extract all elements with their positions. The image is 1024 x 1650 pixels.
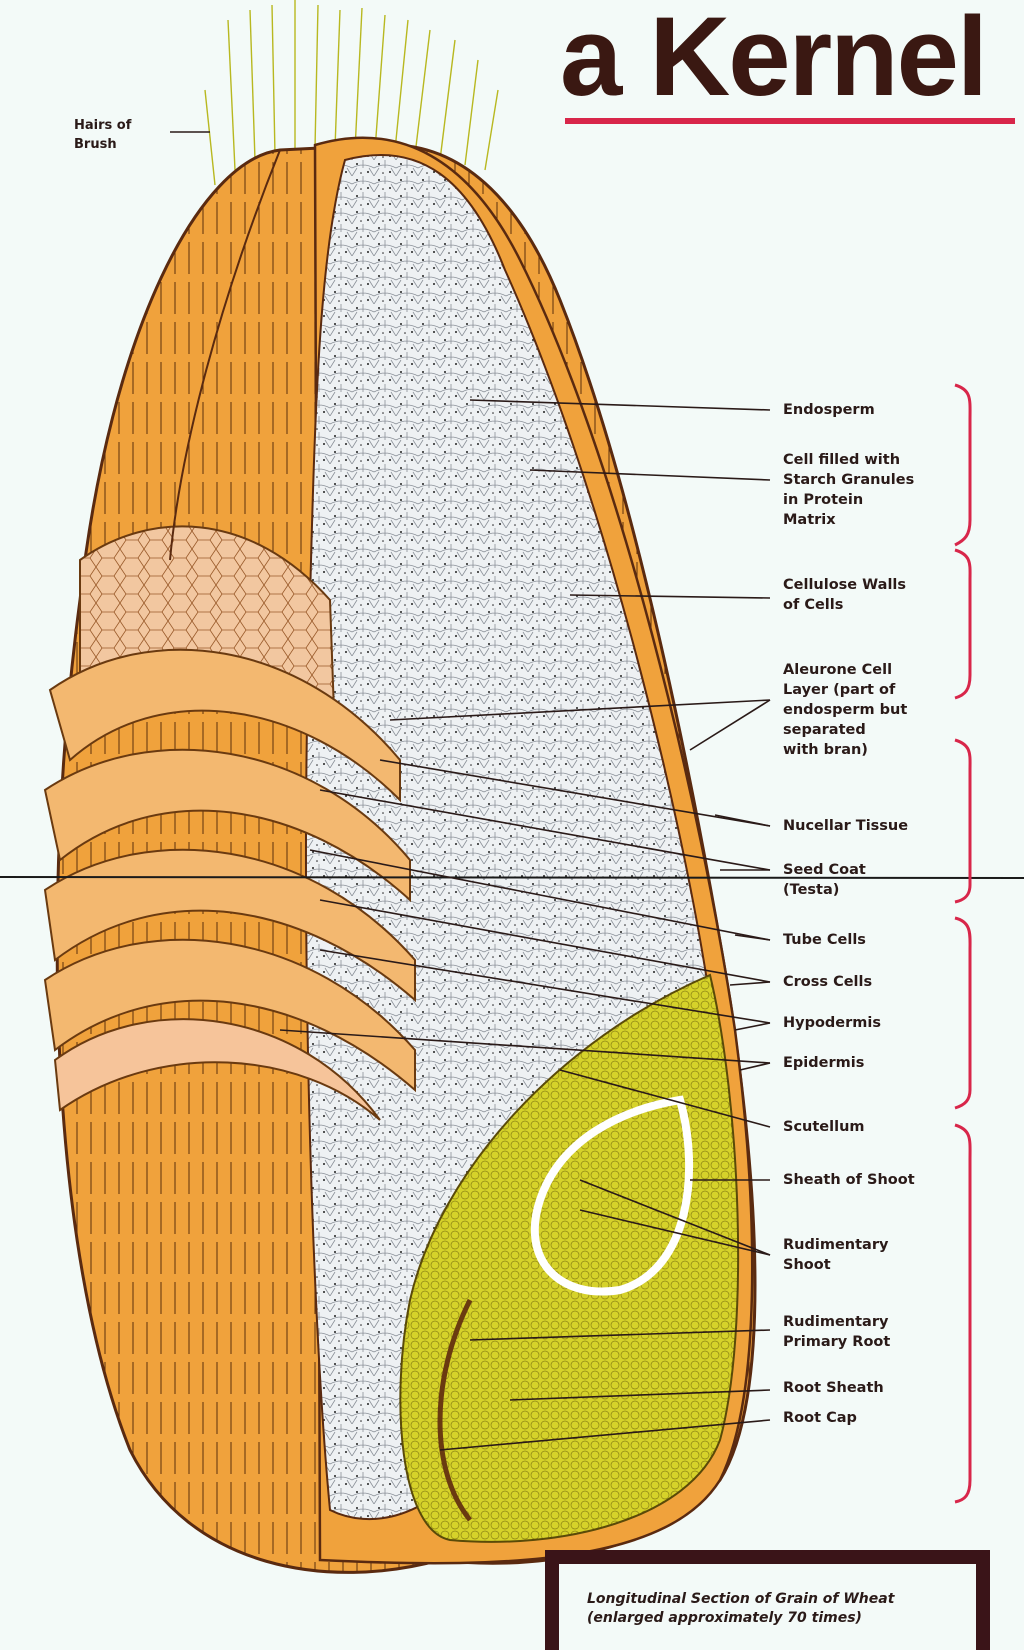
page-title: a Kernel — [560, 0, 988, 119]
label-root-sheath: Root Sheath — [783, 1380, 884, 1396]
label-tube-cells: Tube Cells — [783, 932, 866, 948]
caption-box: Longitudinal Section of Grain of Wheat (… — [545, 1550, 990, 1650]
label-endosperm: Endosperm — [783, 402, 875, 418]
label-cross-cells: Cross Cells — [783, 974, 873, 990]
label-nucellar-tissue: Nucellar Tissue — [783, 818, 909, 834]
caption-line-2: (enlarged approximately 70 times) — [587, 1610, 862, 1626]
label-rudimentary-shoot: Rudimentary Shoot — [783, 1237, 889, 1273]
germ — [399, 973, 740, 1543]
label-hypodermis: Hypodermis — [783, 1015, 882, 1031]
brush-hairs — [204, 0, 499, 186]
label-aleurone: Aleurone Cell Layer (part of endosperm b… — [783, 662, 908, 758]
label-root-cap: Root Cap — [783, 1410, 857, 1426]
label-epidermis: Epidermis — [783, 1055, 865, 1071]
leader-lines — [170, 131, 771, 1451]
label-rudimentary-primary-root: Rudimentary Primary Root — [783, 1314, 891, 1350]
label-sheath-of-shoot: Sheath of Shoot — [783, 1172, 915, 1188]
caption-line-1: Longitudinal Section of Grain of Wheat — [587, 1591, 895, 1607]
label-hairs-of-brush: Hairs of Brush — [74, 118, 132, 152]
label-cellulose-walls: Cellulose Walls of Cells — [783, 577, 907, 613]
label-scutellum: Scutellum — [783, 1119, 865, 1135]
label-seed-coat: Seed Coat (Testa) — [783, 862, 866, 898]
peeled-bran-layers — [43, 648, 416, 1121]
label-starch-cell: Cell filled with Starch Granules in Prot… — [783, 452, 915, 528]
grouping-braces — [954, 383, 972, 1504]
horizontal-rule — [0, 876, 1024, 879]
title-underline — [565, 118, 1015, 124]
